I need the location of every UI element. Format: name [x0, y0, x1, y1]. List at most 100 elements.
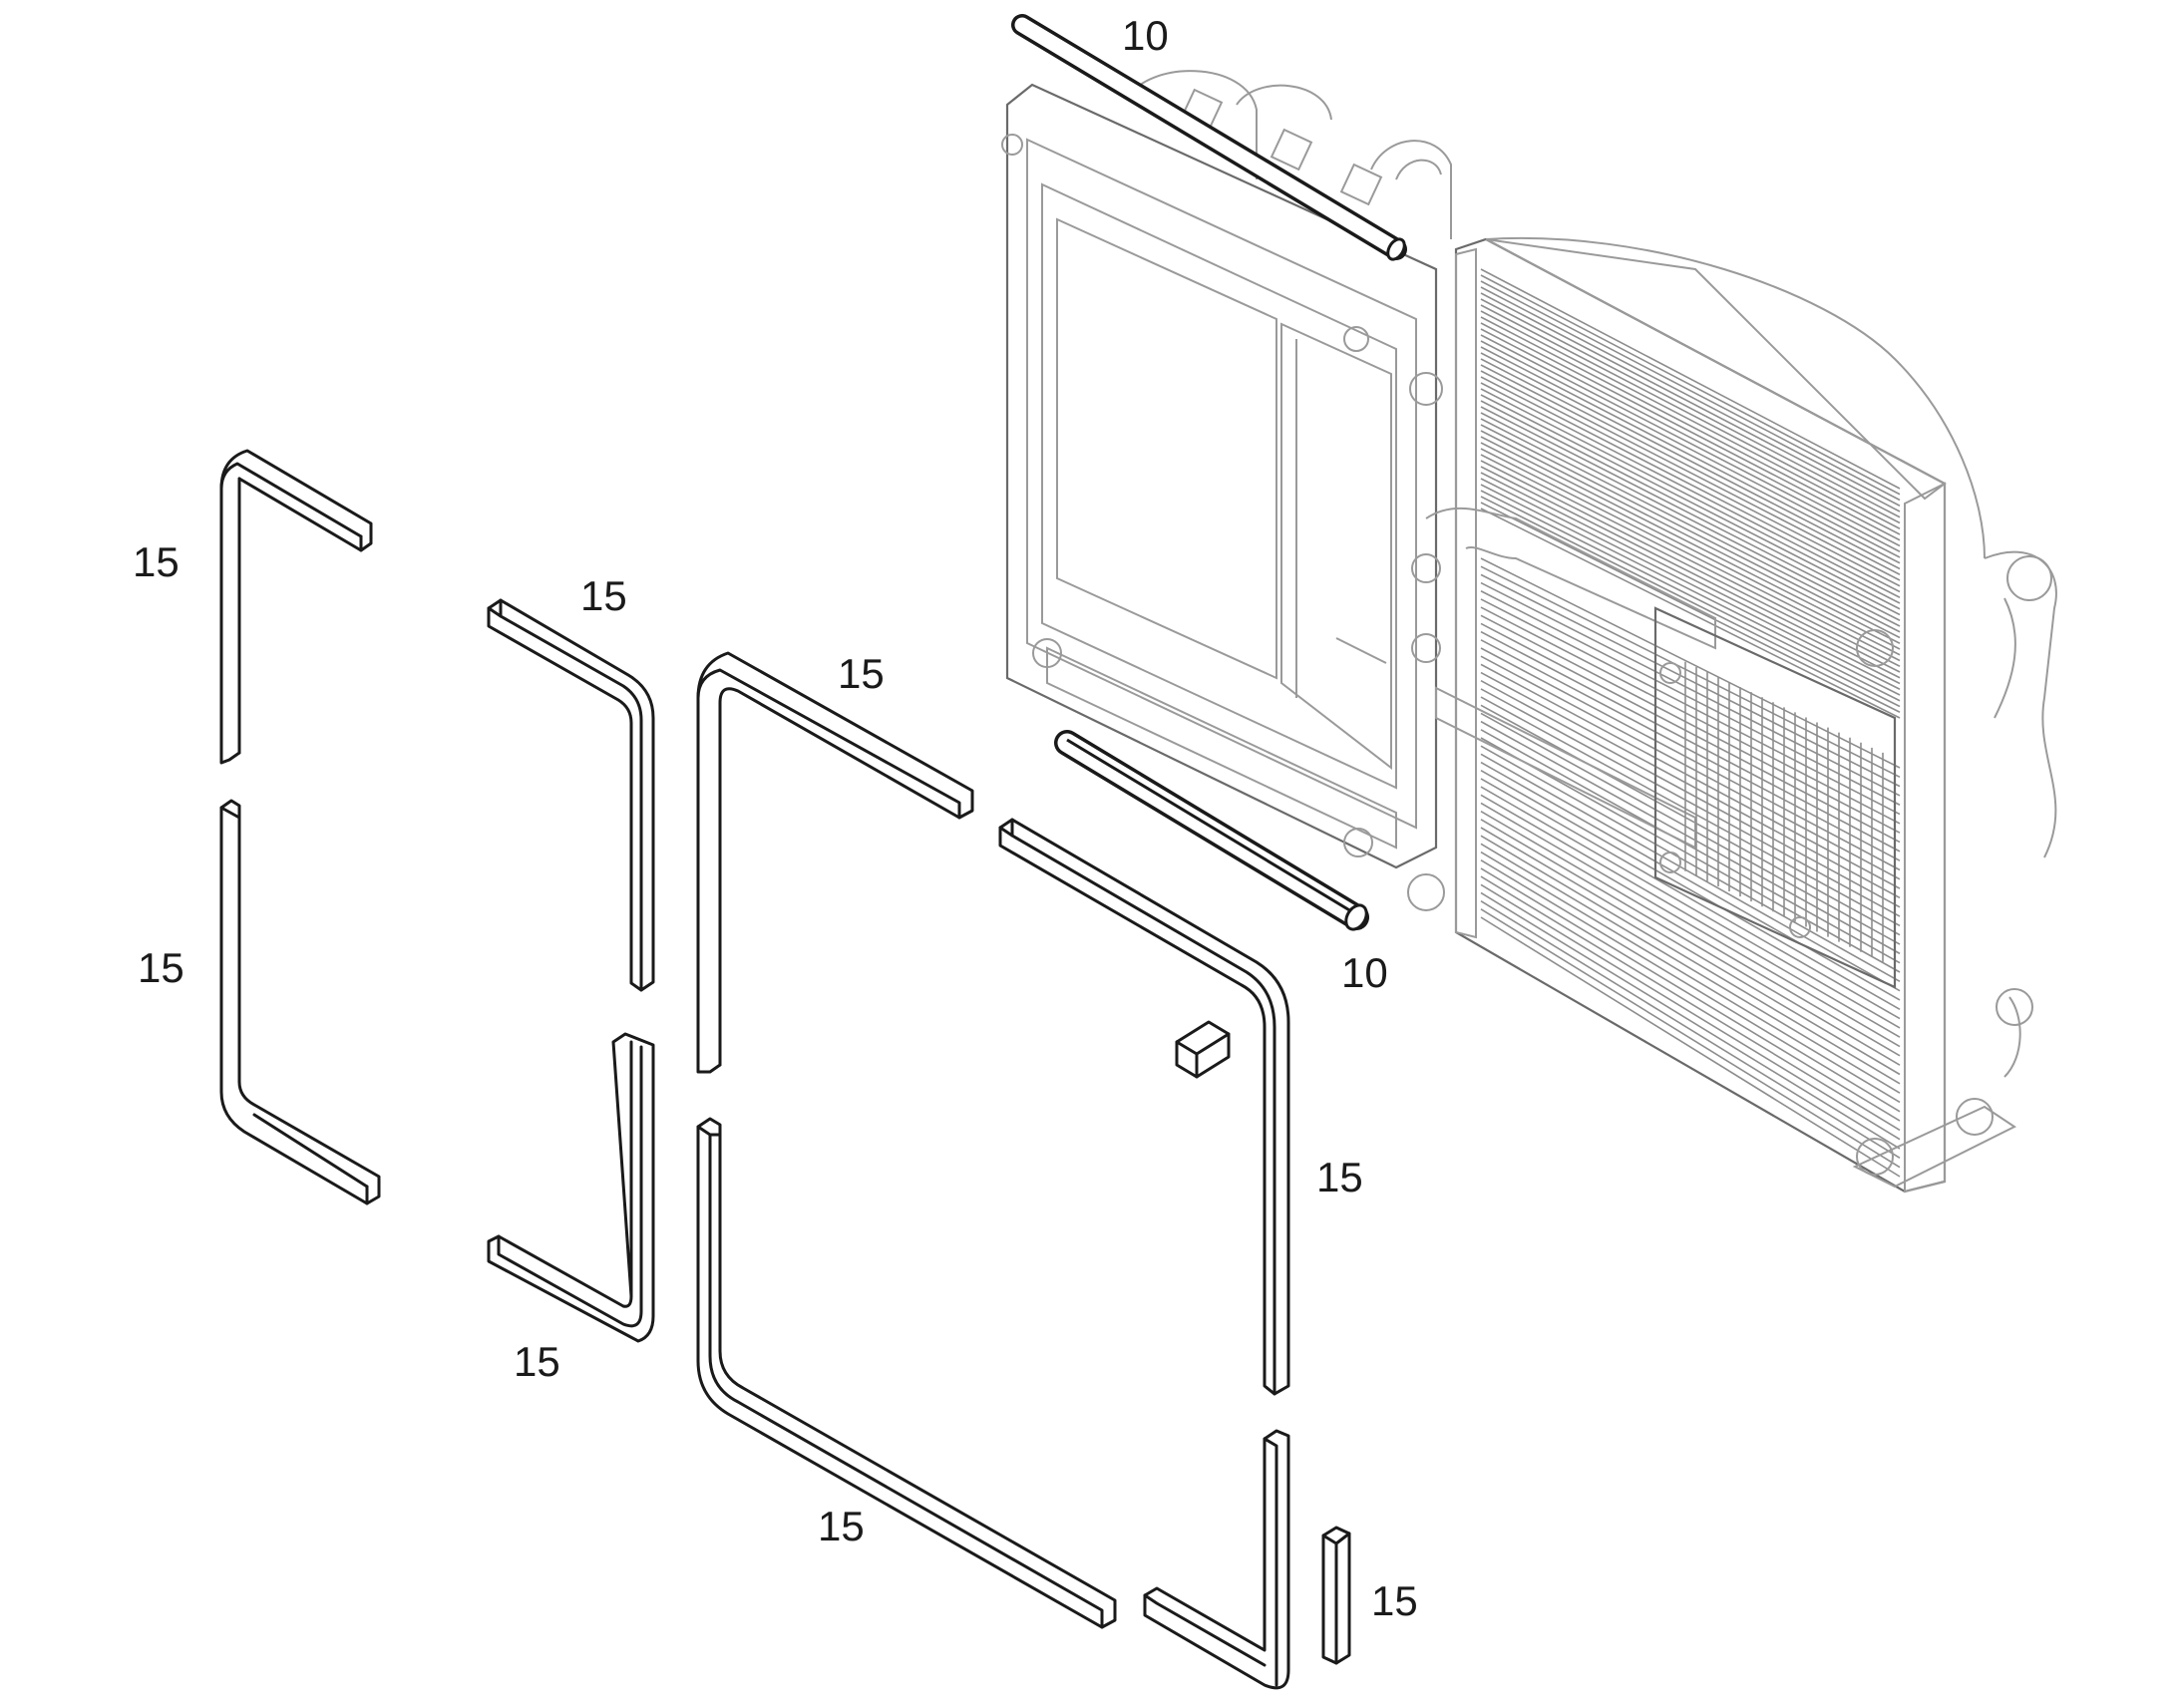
cooler-fin [1480, 720, 1901, 955]
seal-strip-15-middle-upper [487, 598, 655, 992]
cooler-fin [1480, 891, 1901, 1150]
cooler-fin [1480, 737, 1901, 973]
cooler-fin [1480, 376, 1901, 593]
cooler-fin [1480, 827, 1901, 1076]
cooler-fin [1480, 346, 1901, 564]
cooler-fin [1480, 875, 1901, 1132]
cooler-fin [1480, 794, 1901, 1038]
fins-upper [1480, 268, 1901, 719]
cooler-fin [1480, 671, 1901, 899]
cooler-assembly [1001, 70, 2057, 1194]
cooler-fin [1480, 899, 1901, 1160]
cooler-fin [1480, 630, 1901, 853]
cooler-fin [1480, 508, 1901, 719]
cooler-fin [1480, 761, 1901, 1001]
cooler-fin [1480, 274, 1901, 496]
seal-strip-15-middle-lower [487, 1032, 655, 1343]
cooler-fin [1480, 268, 1901, 490]
callout-15-g: 15 [818, 1503, 865, 1549]
fins-lower [1480, 557, 1901, 1178]
cooler-fin [1480, 688, 1901, 917]
cooler-fin [1480, 770, 1901, 1010]
cooler-fin [1480, 639, 1901, 861]
cooler-fin [1480, 573, 1901, 788]
cooler-fin [1480, 364, 1901, 581]
cooler-fin [1480, 442, 1901, 656]
cooler-fin [1480, 851, 1901, 1104]
cooler-fin [1480, 565, 1901, 779]
cooler-fin [1480, 614, 1901, 834]
cooler-fin [1480, 557, 1901, 769]
cooler-fin [1480, 590, 1901, 806]
callout-15-b: 15 [580, 572, 627, 619]
cooler-fin [1480, 400, 1901, 616]
seal-strip-15-large-upper [696, 651, 974, 1074]
cooler-fin [1480, 430, 1901, 644]
seal-strip-15-short [1321, 1526, 1351, 1665]
cooler-fin [1480, 581, 1901, 797]
cooler-fin [1480, 334, 1901, 552]
cooler-fin [1480, 729, 1901, 964]
cooler-fin [1480, 663, 1901, 889]
cooler-fin [1480, 704, 1901, 936]
seal-strip-15-large-lower [696, 1117, 1117, 1629]
cooler-fin [1480, 412, 1901, 627]
seal-strip-15-upper-left [219, 449, 373, 765]
seal-block-15 [1175, 1020, 1231, 1079]
cooler-fin [1480, 448, 1901, 662]
cooler-fin [1480, 292, 1901, 512]
cooler-fin [1480, 298, 1901, 518]
callout-15-f: 15 [514, 1338, 560, 1385]
cooler-fin [1480, 394, 1901, 610]
right-cooler-core [1407, 236, 2057, 1194]
cooler-fin [1480, 280, 1901, 502]
cooler-fin [1480, 484, 1901, 696]
cooler-fin [1480, 859, 1901, 1113]
cooler-fin [1480, 810, 1901, 1057]
cooler-fin [1480, 655, 1901, 880]
cooler-fin [1480, 622, 1901, 844]
cooler-fin [1480, 406, 1901, 621]
cooler-fin [1480, 322, 1901, 541]
cooler-fin [1480, 424, 1901, 639]
cooler-fin [1480, 696, 1901, 927]
cooler-fin [1480, 606, 1901, 825]
cooler-fin [1480, 647, 1901, 871]
cooler-fin [1480, 286, 1901, 507]
cooler-fin [1480, 712, 1901, 945]
cooler-fin [1480, 466, 1901, 679]
cooler-fin [1480, 304, 1901, 524]
cooler-fin [1480, 388, 1901, 604]
cooler-fin [1480, 883, 1901, 1141]
cooler-fin [1480, 328, 1901, 547]
cooler-fin [1480, 358, 1901, 575]
callout-15-c: 15 [838, 650, 885, 697]
cooler-fin [1480, 598, 1901, 816]
cooler-fin [1480, 680, 1901, 908]
cooler-fin [1480, 418, 1901, 633]
cooler-fin [1480, 835, 1901, 1085]
callout-15-a: 15 [133, 538, 180, 585]
cooler-fin [1480, 819, 1901, 1066]
cooler-fin [1480, 802, 1901, 1048]
cooler-fin [1480, 778, 1901, 1020]
cooler-fin [1480, 370, 1901, 587]
callout-15-e: 15 [1316, 1154, 1363, 1200]
cooler-fin [1480, 745, 1901, 983]
cooler-fin [1480, 454, 1901, 667]
cooler-fin [1480, 908, 1901, 1169]
cooler-fin [1480, 352, 1901, 570]
cooler-fin [1480, 460, 1901, 673]
seal-rod-10-lower [1054, 730, 1369, 931]
cooler-fin [1480, 382, 1901, 598]
cooler-fin [1480, 786, 1901, 1029]
cooler-fin [1480, 310, 1901, 529]
cooler-fin [1480, 502, 1901, 713]
seal-strip-15-large-lower-right [1143, 1429, 1290, 1690]
cooler-fin [1480, 436, 1901, 650]
cooler-fin [1480, 472, 1901, 685]
cooler-fin [1480, 340, 1901, 558]
seal-rod-10-top [1011, 14, 1407, 261]
cooler-fin [1480, 316, 1901, 535]
